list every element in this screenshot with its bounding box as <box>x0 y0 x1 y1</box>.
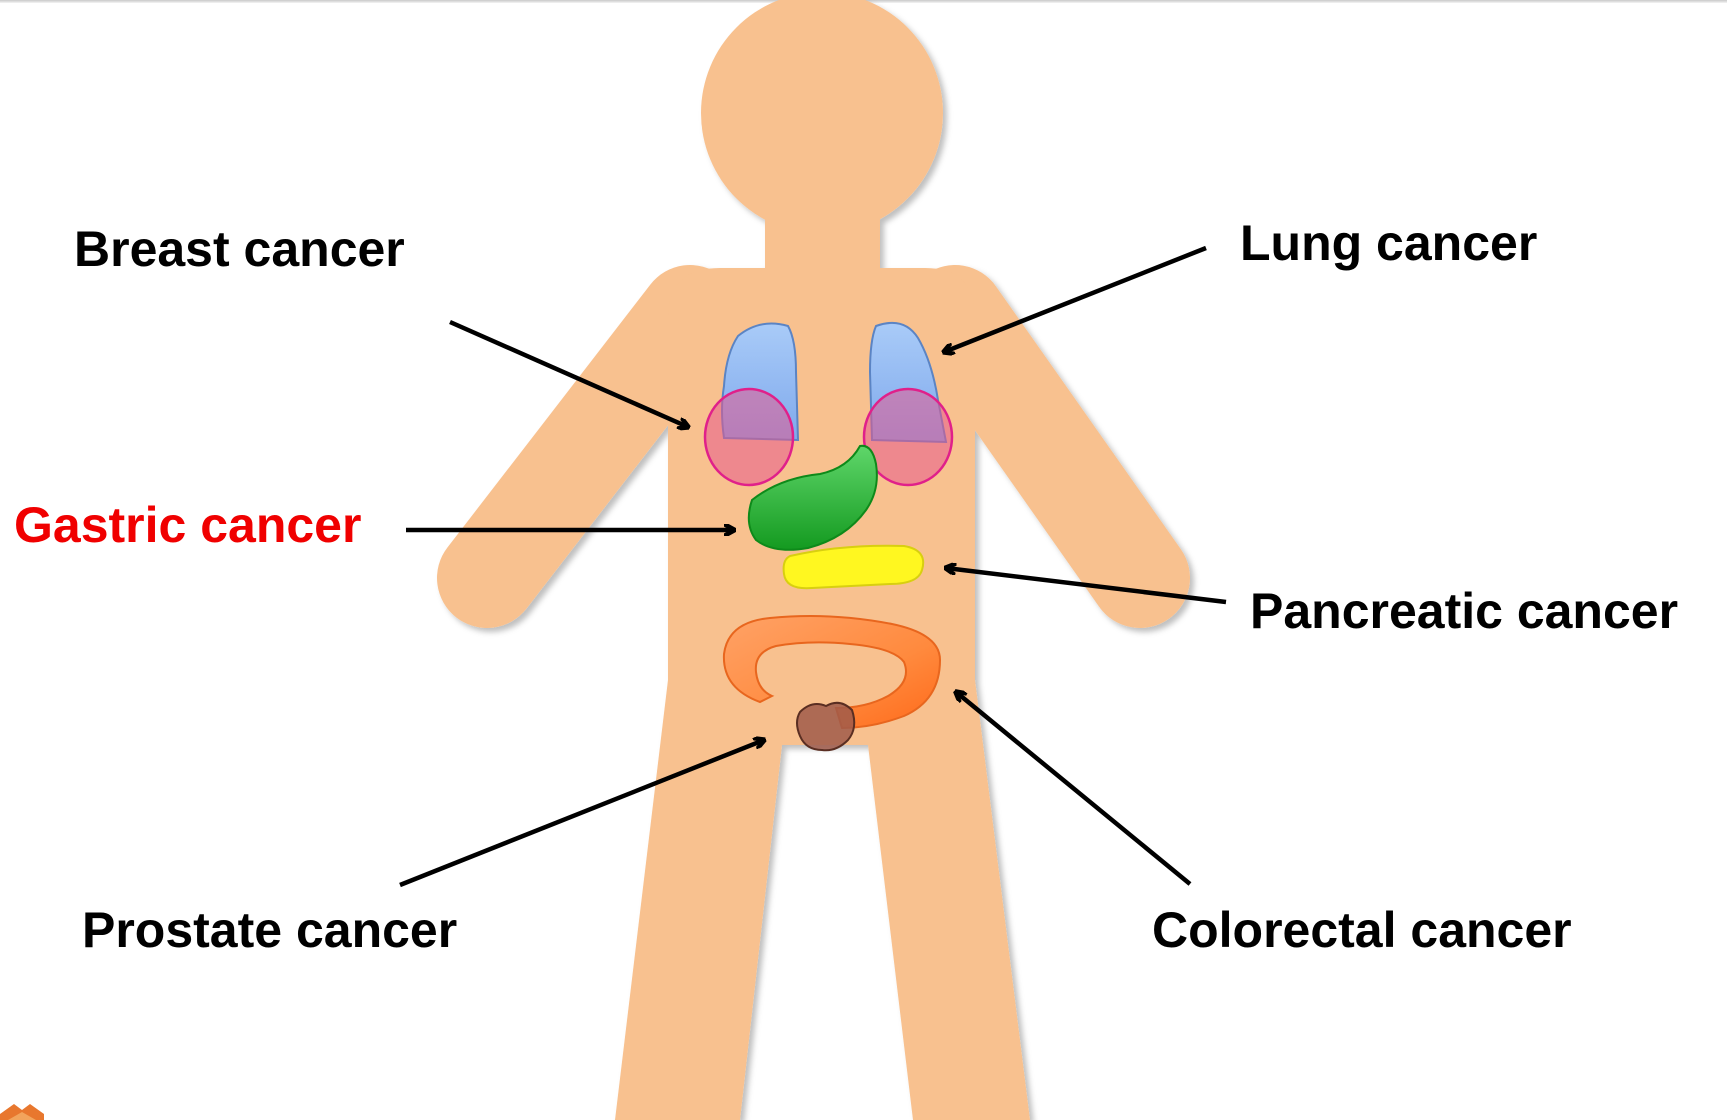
head <box>701 0 943 234</box>
prostate <box>797 703 854 750</box>
pancreatic-cancer-label: Pancreatic cancer <box>1250 582 1678 640</box>
left-breast <box>705 389 793 485</box>
pancreas <box>784 546 924 589</box>
gastric-cancer-label: Gastric cancer <box>14 496 361 554</box>
left-arm <box>487 315 690 578</box>
corner-logo-icon <box>0 1100 44 1120</box>
right-arm <box>955 315 1140 578</box>
colorectal-cancer-label: Colorectal cancer <box>1152 901 1572 959</box>
breast-cancer-label: Breast cancer <box>74 220 405 278</box>
lung-cancer-label: Lung cancer <box>1240 214 1537 272</box>
torso-and-legs <box>615 268 1030 1120</box>
prostate-cancer-label: Prostate cancer <box>82 901 457 959</box>
